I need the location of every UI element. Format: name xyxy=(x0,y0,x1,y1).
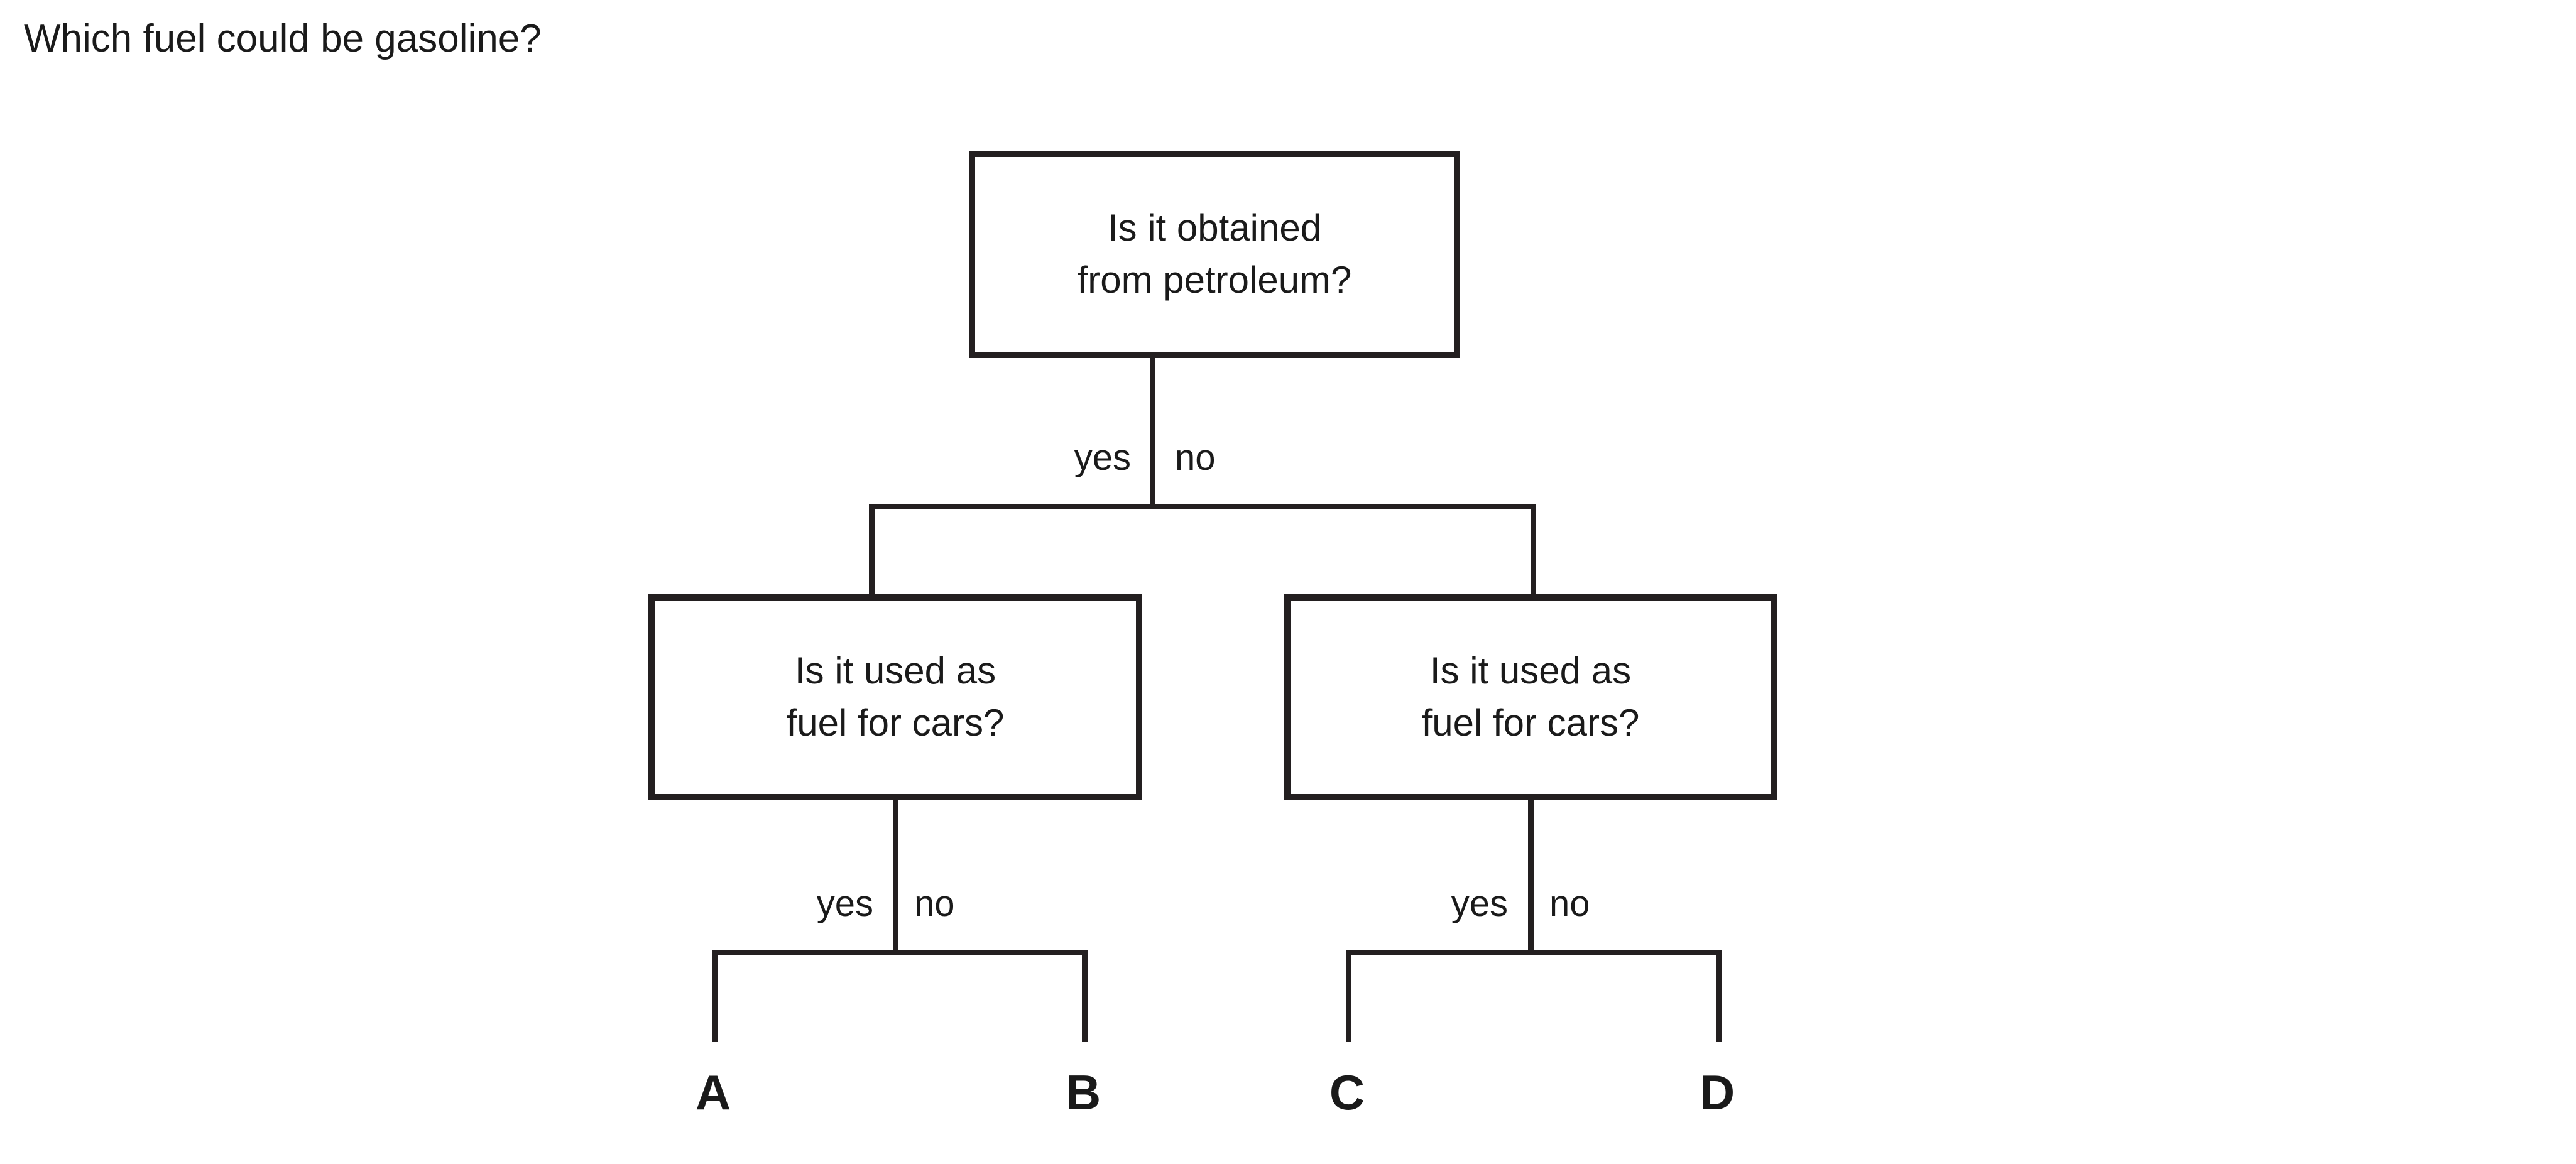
leaf-answer-c[interactable]: C xyxy=(1329,1065,1365,1120)
connector-leaf-c-leg xyxy=(1346,950,1351,1042)
leaf-answer-a[interactable]: A xyxy=(695,1065,731,1120)
connector-root-no-drop xyxy=(1531,504,1536,597)
branch-label-right-yes: yes xyxy=(1451,883,1508,924)
decision-box-left[interactable]: Is it used as fuel for cars? xyxy=(648,594,1142,800)
decision-box-root-line-1: Is it obtained xyxy=(1107,207,1322,249)
branch-label-left-no: no xyxy=(914,883,955,924)
decision-box-left-line-2: fuel for cars? xyxy=(786,702,1005,744)
decision-box-left-line-1: Is it used as xyxy=(794,650,996,692)
connector-left-bar xyxy=(712,950,1088,955)
branch-label-left-yes: yes xyxy=(816,883,873,924)
connector-root-stem xyxy=(1150,358,1155,509)
connector-leaf-b-leg xyxy=(1082,950,1088,1042)
branch-label-right-no: no xyxy=(1549,883,1590,924)
connector-root-yes-drop xyxy=(869,504,875,597)
connector-right-bar xyxy=(1346,950,1722,955)
decision-box-right-line-1: Is it used as xyxy=(1429,650,1632,692)
branch-label-root-no: no xyxy=(1175,437,1216,478)
decision-box-right-line-2: fuel for cars? xyxy=(1421,702,1640,744)
leaf-answer-b[interactable]: B xyxy=(1065,1065,1101,1120)
decision-box-root[interactable]: Is it obtained from petroleum? xyxy=(969,151,1460,358)
connector-level1-bar xyxy=(869,504,1536,509)
branch-label-root-yes: yes xyxy=(1074,437,1131,478)
connector-leaf-d-leg xyxy=(1716,950,1722,1042)
connector-left-stem xyxy=(893,800,898,954)
leaf-answer-d[interactable]: D xyxy=(1699,1065,1735,1120)
connector-leaf-a-leg xyxy=(712,950,718,1042)
question-prompt: Which fuel could be gasoline? xyxy=(24,17,542,60)
decision-box-root-line-2: from petroleum? xyxy=(1077,259,1352,301)
connector-right-stem xyxy=(1528,800,1534,954)
decision-box-right[interactable]: Is it used as fuel for cars? xyxy=(1284,594,1777,800)
